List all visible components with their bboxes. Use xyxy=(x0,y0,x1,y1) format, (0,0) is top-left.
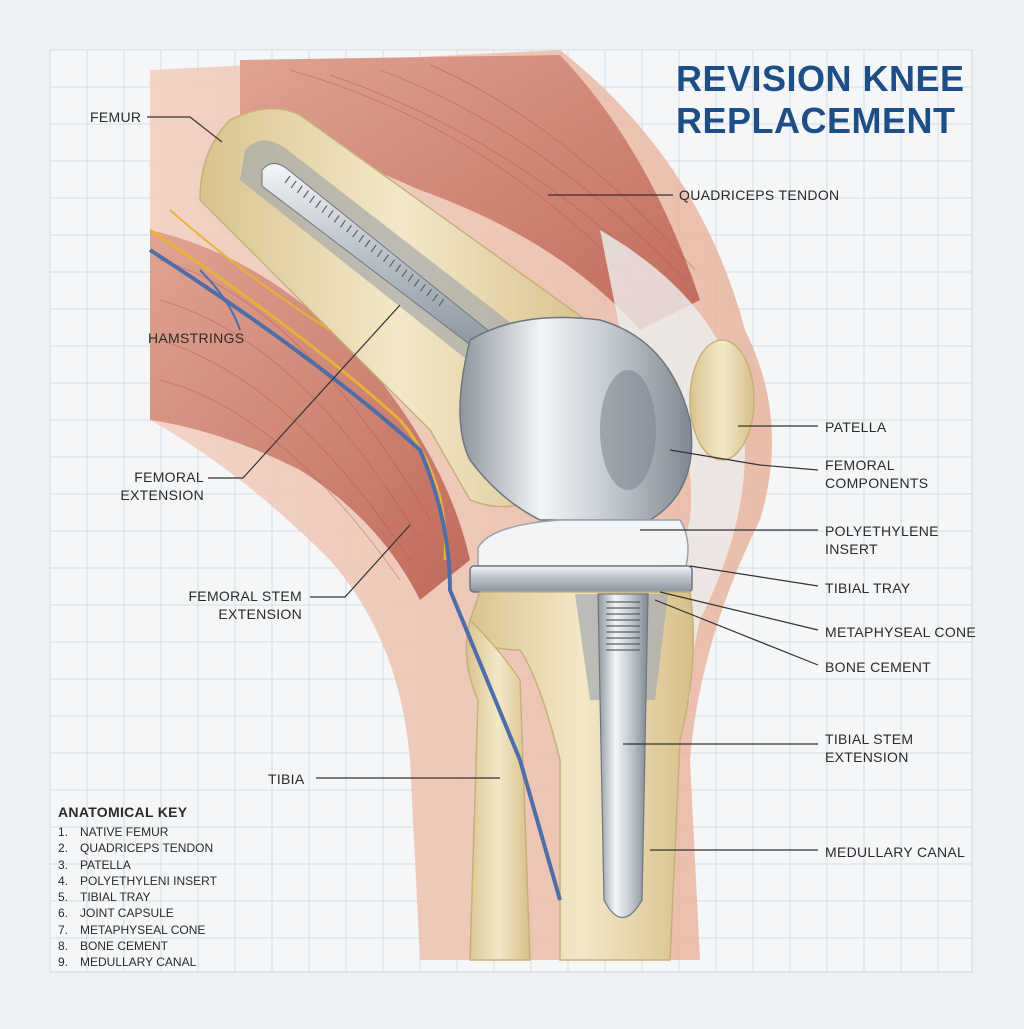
key-item-text: BONE CEMENT xyxy=(80,939,169,954)
label-femoral-stem-extension-line-2: EXTENSION xyxy=(218,606,302,622)
key-item-number: 1. xyxy=(58,825,69,839)
leader-lines xyxy=(147,116,819,851)
key-item-text: POLYETHYLENI INSERT xyxy=(80,873,217,888)
label-hamstrings: HAMSTRINGS xyxy=(148,330,245,346)
key-item-number: 3. xyxy=(58,857,69,872)
anatomical-key: ANATOMICAL KEY 1. NATIVE FEMUR 2. QUADRICE… xyxy=(58,804,217,971)
label-femoral-components-line-2: COMPONENTS xyxy=(825,475,929,491)
key-item: 1. NATIVE FEMUR xyxy=(58,824,217,840)
label-femur: FEMUR xyxy=(90,109,142,125)
label-femoral-stem-extension-line-1: FEMORAL STEM xyxy=(188,588,302,604)
label-femoral-extension-line-1: FEMORAL xyxy=(134,469,204,485)
key-item-number: 5. xyxy=(58,890,69,905)
key-item-text: TIBIAL TRAY xyxy=(80,890,151,905)
label-femoral-components-line-1: FEMORAL xyxy=(825,457,895,473)
key-item-text: MEDULLARY CANAL xyxy=(80,955,197,970)
key-item-text: JOINT CAPSULE xyxy=(80,906,174,921)
key-item-number: 6. xyxy=(58,906,69,921)
label-quadriceps-tendon: QUADRICEPS TENDON xyxy=(679,187,840,203)
label-femoral-components: FEMORAL COMPONENTS xyxy=(825,456,928,492)
key-item: 3. PATELLA xyxy=(58,857,217,873)
label-polyethylene-insert-line-1: POLYETHYLENE xyxy=(825,523,939,539)
key-item: 2. QUADRICEPS TENDON xyxy=(58,840,217,856)
label-bone-cement: BONE CEMENT xyxy=(825,659,931,675)
label-tibia: TIBIA xyxy=(268,771,305,787)
title-line-1: REVISION KNEE xyxy=(676,58,965,99)
vessel-branch xyxy=(199,269,241,331)
anatomical-key-heading: ANATOMICAL KEY xyxy=(58,804,188,820)
label-patella: PATELLA xyxy=(825,419,887,435)
tibial-stem xyxy=(597,593,649,918)
diagram-title: REVISION KNEE REPLACEMENT xyxy=(676,58,965,142)
label-tibial-tray: TIBIAL TRAY xyxy=(825,580,911,596)
quadriceps-muscle xyxy=(240,55,700,330)
key-item: 4. POLYETHYLENI INSERT xyxy=(58,873,217,889)
polyethylene-insert xyxy=(477,519,689,569)
nerve-branch xyxy=(169,209,331,331)
label-tibial-stem-extension: TIBIAL STEM EXTENSION xyxy=(825,730,913,766)
label-polyethylene-insert-line-2: INSERT xyxy=(825,541,878,557)
key-item-number: 9. xyxy=(58,955,69,970)
hamstrings-muscle xyxy=(150,230,470,600)
key-item: 6. JOINT CAPSULE xyxy=(58,905,217,921)
key-item: 8. BONE CEMENT xyxy=(58,938,217,954)
key-item-number: 7. xyxy=(58,922,69,937)
tibial-tray xyxy=(469,565,693,593)
key-item-number: 4. xyxy=(58,873,69,888)
label-femoral-extension-line-2: EXTENSION xyxy=(120,487,204,503)
key-item-text: QUADRICEPS TENDON xyxy=(80,841,214,856)
key-item: 9. MEDULLARY CANAL xyxy=(58,954,217,970)
label-metaphyseal-cone: METAPHYSEAL CONE xyxy=(825,624,977,640)
label-polyethylene-insert: POLYETHYLENE INSERT xyxy=(825,522,939,558)
key-item-number: 2. xyxy=(58,841,69,856)
label-tibial-stem-extension-line-2: EXTENSION xyxy=(825,749,909,765)
anatomical-key-list: 1. NATIVE FEMUR 2. QUADRICEPS TENDON 3. PAT… xyxy=(58,824,217,971)
patella-bone xyxy=(689,339,755,461)
label-tibial-stem-extension-line-1: TIBIAL STEM xyxy=(825,731,914,747)
key-item-number: 8. xyxy=(58,939,69,954)
title-line-2: REPLACEMENT xyxy=(676,100,956,141)
sciatic-nerve xyxy=(149,228,447,561)
key-item-text: METAPHYSEAL CONE xyxy=(80,922,206,937)
label-femoral-stem-extension: FEMORAL STEM EXTENSION xyxy=(170,587,302,623)
popliteal-vessel xyxy=(148,248,562,901)
key-item-text: NATIVE FEMUR xyxy=(80,825,169,839)
key-item-text: PATELLA xyxy=(80,857,131,872)
key-item: 5. TIBIAL TRAY xyxy=(58,889,217,905)
key-item: 7. METAPHYSEAL CONE xyxy=(58,922,217,938)
label-medullary-canal: MEDULLARY CANAL xyxy=(825,844,966,860)
label-femoral-extension: FEMORAL EXTENSION xyxy=(110,468,204,504)
fibula-bone xyxy=(465,618,531,961)
